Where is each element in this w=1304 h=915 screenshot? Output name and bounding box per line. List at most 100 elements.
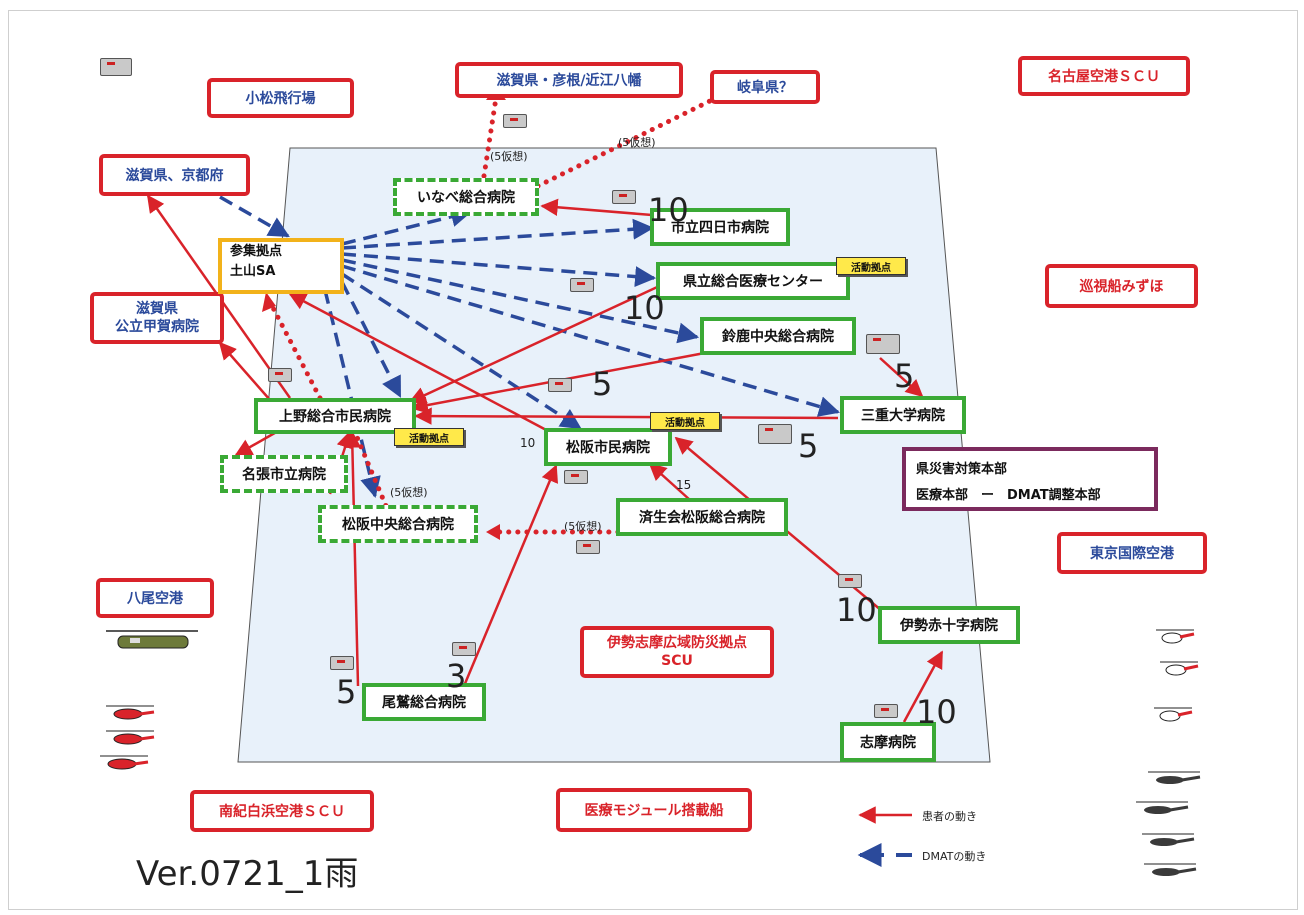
node-shiga-hikone: 滋賀県・彦根/近江八幡	[455, 62, 683, 98]
helicopter-icon	[106, 730, 155, 745]
helicopter-icon	[100, 755, 149, 770]
node-staging-line2: 土山SA	[230, 264, 276, 279]
ambulance-icon	[758, 424, 792, 444]
helicopter-icon	[1156, 629, 1195, 644]
node-saiseikai-hospital: 済生会松阪総合病院	[616, 498, 788, 536]
patient-arrow-shima-isered	[902, 650, 944, 723]
ambulance-icon	[838, 574, 862, 588]
count-mie-out: 5	[798, 427, 819, 465]
version-label: Ver.0721_1雨	[136, 854, 359, 894]
military-helicopter-icon	[1148, 771, 1201, 784]
military-helicopter-icon	[1136, 801, 1189, 814]
note-saiseikai-chuo: (5仮想)	[564, 520, 602, 533]
ambulance-icon	[452, 642, 476, 656]
node-tokyo-airport: 東京国際空港	[1057, 532, 1207, 574]
node-owase-hospital: 尾鷲総合病院	[362, 683, 486, 721]
patient-arrow-shimin-staging	[288, 292, 551, 434]
node-junshisen-mizuho: 巡視船みずほ	[1045, 264, 1198, 308]
dmat-arrow-shiga-to-staging	[219, 195, 290, 238]
count-owase-shimin: 3	[446, 657, 467, 695]
patient-arrow-ueno-koka	[218, 341, 271, 401]
node-prefecture-hq: 県災害対策本部 医療本部 ー DMAT調整本部	[902, 447, 1158, 511]
node-staging-tsuchiyama: 参集拠点 土山SA	[218, 238, 344, 294]
count-shima: 10	[916, 693, 957, 731]
node-shiga-koka-line2: 公立甲賀病院	[115, 319, 199, 335]
ambulance-icon	[503, 114, 527, 128]
helicopter-icon	[1160, 661, 1199, 676]
dmat-arrow-to-kenritsu	[341, 252, 657, 288]
virtual-arrows	[267, 93, 723, 535]
dmat-arrow-to-mie	[341, 264, 841, 417]
node-ise-shima-scu-line2: SCU	[661, 653, 693, 669]
node-nabari-hospital: 名張市立病院	[220, 455, 348, 493]
node-ise-shima-scu: 伊勢志摩広域防災拠点 SCU	[580, 626, 774, 678]
node-nagoya-scu: 名古屋空港ＳＣＵ	[1018, 56, 1190, 96]
node-gifu: 岐阜県？	[710, 70, 820, 104]
ambulance-icon	[866, 334, 900, 354]
node-shiga-koka: 滋賀県 公立甲賀病院	[90, 292, 224, 344]
virtual-arrowhead-chuo	[486, 524, 500, 540]
patient-arrow-owase-shimin	[462, 464, 558, 687]
virtual-arrow-inabe-shiga	[481, 95, 499, 179]
patient-arrow-yokkaichi-inabe	[540, 198, 653, 217]
node-yao-airport: 八尾空港	[96, 578, 214, 618]
count-saiseikai: 15	[676, 478, 692, 492]
node-shiga-koka-line1: 滋賀県	[136, 301, 178, 317]
node-medical-module-ship: 医療モジュール搭載船	[556, 788, 752, 832]
ambulance-icon	[570, 278, 594, 292]
node-yokkaichi-hospital: 市立四日市病院	[650, 208, 790, 246]
node-ise-redcross-hospital: 伊勢赤十字病院	[878, 606, 1020, 644]
patient-arrow-ueno-nabari	[234, 428, 281, 457]
page-frame	[8, 10, 1298, 910]
node-ise-shima-scu-line1: 伊勢志摩広域防災拠点	[607, 635, 747, 651]
virtual-arrow-ueno-staging	[267, 299, 323, 401]
count-suzuka-ueno: 5	[592, 365, 613, 403]
legend-dmat-label: DMATの動き	[922, 850, 987, 863]
note-ueno-chuo: (5仮想)	[390, 486, 428, 499]
patient-arrow-mie-ueno	[414, 407, 839, 425]
node-shiga-kyoto: 滋賀県、京都府	[99, 154, 250, 196]
helicopter-icon	[106, 705, 155, 720]
ambulance-icon	[548, 378, 572, 392]
dmat-arrow-to-yokkaichi	[341, 218, 655, 250]
patient-arrow-ambulance-mie	[879, 357, 924, 398]
ambulance-icon	[576, 540, 600, 554]
hq-line2: 医療本部 ー DMAT調整本部	[916, 488, 1101, 503]
node-suzuka-hospital: 鈴鹿中央総合病院	[700, 317, 856, 355]
dmat-arrows	[219, 195, 841, 499]
transport-helicopter-icon	[106, 630, 198, 649]
legend-patient-label: 患者の動き	[922, 810, 977, 823]
ambulance-icon	[874, 704, 898, 718]
military-helicopter-icon	[1144, 863, 1197, 876]
count-matsusaka-shimin: 10	[520, 436, 536, 450]
badge-active-base-kenritsu: 活動拠点	[836, 257, 906, 275]
node-komatsu-airfield: 小松飛行場	[207, 78, 354, 118]
ambulance-icon	[330, 656, 354, 670]
node-ueno-hospital: 上野総合市民病院	[254, 398, 416, 434]
patient-arrow-kenritsu-ueno	[408, 280, 669, 404]
node-kenritsu-center: 県立総合医療センター	[656, 262, 850, 300]
node-staging-line1: 参集拠点	[230, 244, 283, 259]
node-matsusaka-chuo-hospital: 松阪中央総合病院	[318, 505, 478, 543]
node-nanki-shirahama-scu: 南紀白浜空港ＳＣＵ	[190, 790, 374, 832]
node-mie-univ-hospital: 三重大学病院	[840, 396, 966, 434]
count-yokkaichi: 10	[648, 191, 689, 229]
badge-active-base-shimin: 活動拠点	[650, 412, 720, 430]
note-inabe-gifu: (5仮想)	[618, 136, 656, 149]
count-ise-redcross: 10	[836, 591, 877, 629]
note-inabe-shiga: (5仮想)	[490, 150, 528, 163]
virtual-arrowhead-staging	[262, 292, 276, 312]
dmat-arrow-to-suzuka	[341, 258, 700, 344]
count-kenritsu: 10	[624, 289, 665, 327]
count-mie-in: 5	[894, 357, 915, 395]
node-shima-hospital: 志摩病院	[840, 722, 936, 762]
patient-arrow-owase-ueno	[343, 430, 362, 687]
helicopter-icon	[1154, 707, 1193, 722]
dmat-arrow-to-matsusaka-shimin	[341, 272, 582, 430]
patient-arrow-saiseikai-shimin	[648, 462, 691, 501]
node-matsusaka-shimin-hospital: 松阪市民病院	[544, 428, 672, 466]
virtual-arrow-inabe-gifu	[535, 93, 723, 189]
ambulance-icon	[612, 190, 636, 204]
badge-active-base-ueno: 活動拠点	[394, 428, 464, 446]
node-inabe-hospital: いなべ総合病院	[393, 178, 539, 216]
